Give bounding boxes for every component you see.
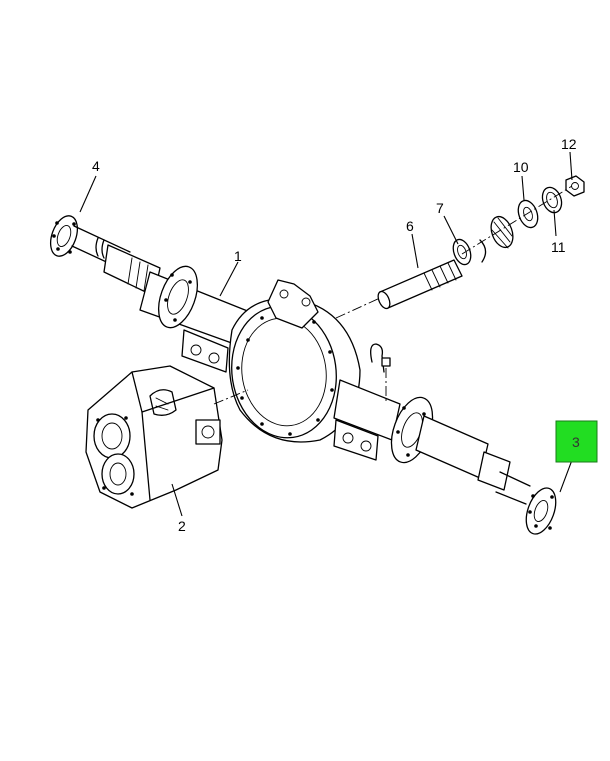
pinion-nut[interactable] xyxy=(565,175,585,197)
bearing-gear[interactable] xyxy=(487,214,517,251)
callout-10[interactable]: 10 xyxy=(513,159,529,175)
spacer-ring[interactable] xyxy=(539,185,565,216)
axle-housing[interactable] xyxy=(139,261,511,491)
pinion-shaft[interactable] xyxy=(376,259,463,310)
axle-shaft-right[interactable] xyxy=(495,471,561,538)
callout-1[interactable]: 1 xyxy=(234,248,242,264)
bearing-cone[interactable] xyxy=(515,198,541,230)
callout-2[interactable]: 2 xyxy=(178,518,186,534)
callout-3-highlight[interactable] xyxy=(555,420,598,463)
callout-4[interactable]: 4 xyxy=(92,158,100,174)
leader-lines xyxy=(79,151,573,517)
callout-12[interactable]: 12 xyxy=(561,136,577,152)
differential-carrier[interactable] xyxy=(85,365,223,509)
callout-11[interactable]: 11 xyxy=(551,239,566,255)
callout-7[interactable]: 7 xyxy=(436,200,444,216)
callout-6[interactable]: 6 xyxy=(406,218,414,234)
callout-3[interactable]: 3 xyxy=(572,434,580,450)
axle-shaft-left[interactable] xyxy=(46,212,161,297)
